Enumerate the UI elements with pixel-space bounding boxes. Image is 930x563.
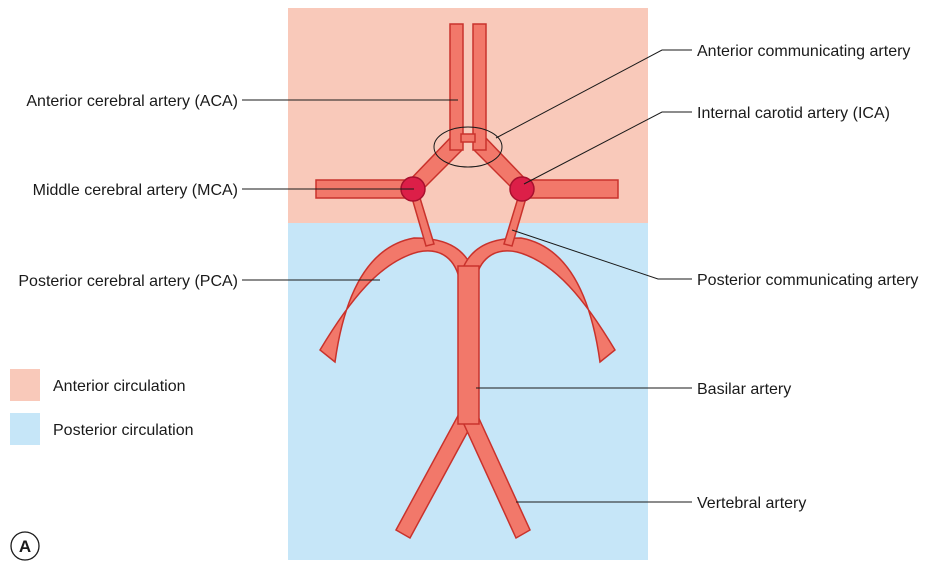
legend-label-posterior: Posterior circulation — [53, 422, 194, 439]
label-internal-carotid-artery: Internal carotid artery (ICA) — [697, 105, 890, 122]
legend-label-anterior: Anterior circulation — [53, 378, 186, 395]
panel-letter-badge: A — [11, 532, 39, 560]
label-basilar-artery: Basilar artery — [697, 381, 791, 398]
middle-cerebral-artery-right — [522, 180, 618, 198]
anterior-cerebral-artery-right — [473, 24, 486, 150]
label-middle-cerebral-artery: Middle cerebral artery (MCA) — [33, 182, 238, 199]
anterior-cerebral-artery-left — [450, 24, 463, 150]
basilar-artery — [458, 266, 479, 424]
panel-letter: A — [19, 537, 31, 556]
label-anterior-cerebral-artery: Anterior cerebral artery (ACA) — [26, 93, 238, 110]
label-vertebral-artery: Vertebral artery — [697, 495, 806, 512]
label-posterior-communicating-artery: Posterior communicating artery — [697, 272, 918, 289]
label-anterior-communicating-artery: Anterior communicating artery — [697, 43, 910, 60]
legend-swatch-posterior — [10, 413, 40, 445]
legend: Anterior circulation Posterior circulati… — [10, 369, 194, 445]
label-posterior-cerebral-artery: Posterior cerebral artery (PCA) — [18, 273, 238, 290]
anterior-communicating-artery — [461, 134, 475, 142]
legend-swatch-anterior — [10, 369, 40, 401]
